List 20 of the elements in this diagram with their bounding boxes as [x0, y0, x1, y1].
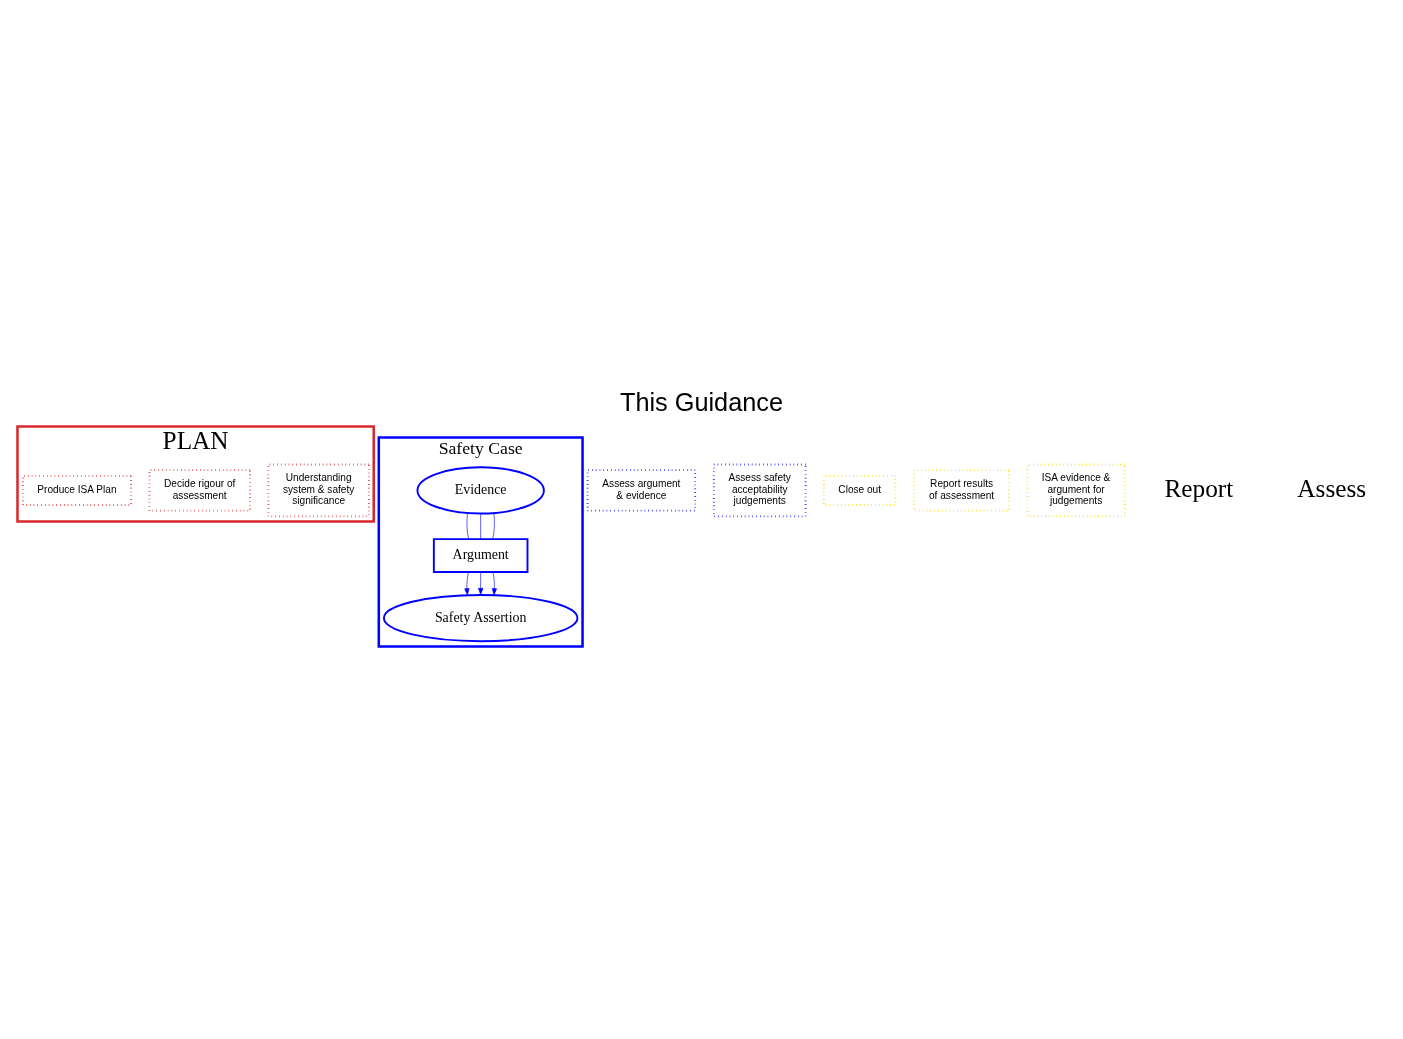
node-box: Assess argument & evidence: [586, 468, 697, 512]
connector: [480, 512, 481, 539]
node-box: Assess safety acceptability judgements: [712, 463, 807, 517]
label: Assess: [1297, 473, 1367, 502]
arrow: [478, 571, 484, 595]
node-box: Close out: [823, 474, 897, 506]
connector: [466, 512, 469, 539]
node-ellipse: Safety Assertion: [382, 593, 579, 642]
label: Report: [1164, 473, 1234, 502]
node-box: Decide rigour of assessment: [148, 468, 251, 512]
node-box: Report results of assessment: [913, 468, 1010, 512]
arrow: [491, 571, 497, 595]
node-box: ISA evidence & argument for judgements: [1026, 463, 1126, 517]
node-ellipse: Evidence: [416, 465, 545, 514]
connector: [492, 512, 495, 539]
node-box: Argument: [432, 537, 529, 573]
arrow: [464, 571, 470, 595]
diagram-title: This Guidance: [619, 387, 784, 416]
node-box: Understanding system & safety significance: [267, 463, 370, 517]
node-box: Produce ISA Plan: [21, 474, 132, 506]
